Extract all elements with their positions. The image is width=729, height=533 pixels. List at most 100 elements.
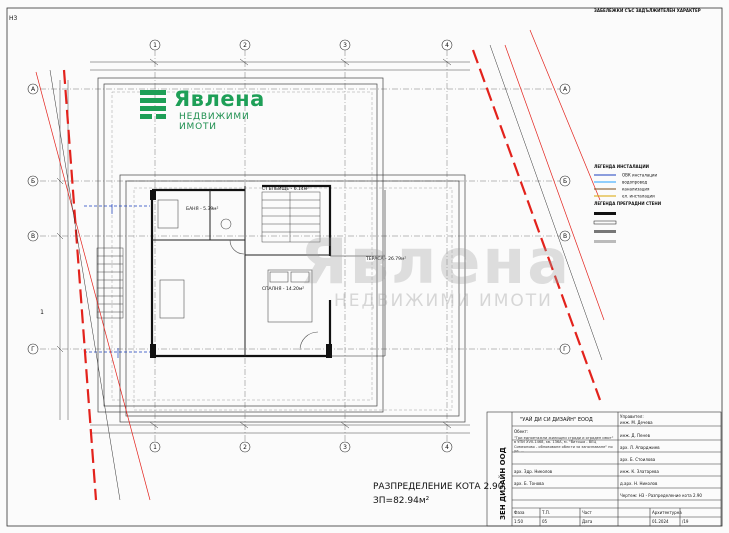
legend-swatch	[593, 220, 617, 225]
grid-label: А	[563, 86, 568, 93]
grid-bubble-3-top	[339, 39, 351, 51]
notes-title: ЗАБЕЛЕЖКИ СЪС ЗАДЪЛЖИТЕЛЕН ХАРАКТЕР	[594, 8, 701, 13]
grid-bubble-4-bottom	[441, 441, 453, 453]
grid-label: 3	[343, 444, 347, 451]
brand-logo: Явлена НЕДВИЖИМИ ИМОТИ	[138, 86, 278, 132]
grid-bubble-b-right	[559, 175, 571, 187]
sheet-frame	[6, 7, 723, 527]
external-stair	[96, 247, 124, 319]
installations-legend: ЛЕГЕНДА ИНСТАЛАЦИИ ОВК инсталации водопр…	[593, 164, 661, 243]
title-block-sheet: 05	[542, 519, 548, 524]
grid-label: В	[31, 233, 35, 240]
grid-label-extra: 1	[40, 309, 44, 316]
title-block-page: /19	[682, 519, 689, 524]
title-block-name: арх. Л. Апарджиев	[620, 445, 660, 450]
title-block-name: инж. К. Златарева	[620, 469, 659, 474]
level-markers	[84, 204, 150, 358]
grid-bubble-a-right	[559, 83, 571, 95]
legend-item: ОВК инсталации	[622, 173, 658, 178]
grid-bubble-4-top	[441, 39, 453, 51]
exterior-walls	[150, 184, 332, 358]
title-block-name: арх. Здр. Николов	[514, 469, 553, 474]
grid-label: 4	[445, 42, 449, 49]
logo-mark-icon	[140, 90, 166, 119]
legend-item: канализация	[622, 187, 650, 192]
bed	[267, 269, 313, 323]
object-description: "Три едноетажни жилищни сгради и ограден…	[514, 436, 614, 454]
grid-label: Б	[31, 178, 35, 185]
grid-bubble-1-bottom	[149, 441, 161, 453]
terrace-border	[330, 190, 386, 357]
title-block-label: Фаза	[514, 510, 525, 515]
room-label-bedroom: СПАЛНЯ - 14.20м²	[262, 286, 304, 292]
grid-bubble-g-right	[559, 343, 571, 355]
room-label-bath: БАНЯ - 5.39м²	[186, 206, 219, 212]
title-block-date: 01.2024	[652, 519, 669, 524]
title-block-company: "УАЙ ДИ СИ ДИЗАЙН" ЕООД	[520, 416, 593, 423]
projection-lines	[111, 91, 453, 411]
shower	[157, 199, 179, 229]
watermark-subtitle: НЕДВИЖИМИ ИМОТИ	[334, 291, 553, 311]
title-block-name: инж. М. Дечева	[620, 420, 653, 425]
legend-swatch	[594, 212, 616, 215]
property-lines	[49, 44, 603, 501]
dimension-ticks	[56, 58, 452, 429]
interior-walls	[152, 186, 330, 356]
sheet-code: Н3	[9, 15, 18, 22]
title-block-name: д.арх. Н. Николов	[620, 481, 658, 486]
grid-label: В	[563, 233, 567, 240]
title-block-phase: Т.П.	[541, 510, 550, 515]
grid-label: 4	[445, 444, 449, 451]
legend-swatch	[594, 240, 616, 243]
grid-bubble-3-bottom	[339, 441, 351, 453]
grid-bubble-1-top	[149, 39, 161, 51]
watermark-word: Явлена	[300, 225, 572, 298]
title-block-object-label: Обект:	[514, 429, 528, 434]
grid-bubble-v-right	[559, 230, 571, 242]
title-block-part: Архитектурна	[652, 510, 682, 515]
title-block-vertical-text: ЗЕН ДИЗАЙН ООД	[498, 447, 507, 520]
eave-outline	[97, 77, 466, 423]
grid-label: 3	[343, 42, 347, 49]
grid-label: Г	[31, 346, 35, 353]
legend-title-2: ЛЕГЕНДА ПРЕГРАДНИ СТЕНИ	[594, 201, 661, 206]
wardrobe	[159, 279, 185, 319]
title-block-name: арх. Б. Тонова	[514, 481, 544, 486]
toilet	[220, 218, 232, 230]
grid-bubble-2-top	[239, 39, 251, 51]
caption-line-2: ЗП=82.94м²	[373, 496, 430, 506]
grid-label: 1	[153, 444, 157, 451]
title-block-scale: 1:50	[514, 519, 523, 524]
title-block-name: инж. Д. Пенев	[620, 433, 651, 438]
grid-label: Г	[563, 346, 567, 353]
grid-label: 1	[153, 42, 157, 49]
dimension-lines	[59, 61, 470, 434]
notes-panel: ЗАБЕЛЕЖКИ СЪС ЗАДЪЛЖИТЕЛЕН ХАРАКТЕР	[594, 8, 701, 13]
grid-label: 2	[243, 444, 247, 451]
title-block-role: Управител:	[620, 414, 644, 419]
regulation-lines-thin	[35, 29, 605, 501]
logo-word: Явлена	[174, 87, 265, 111]
stair	[261, 191, 321, 243]
furniture	[157, 199, 319, 351]
legend-item: водопровод	[622, 180, 647, 185]
title-block-label: Част	[582, 510, 592, 515]
grid-bubble-v-left	[27, 230, 39, 242]
legend-item: ел. инсталации	[622, 194, 655, 199]
title-block	[486, 411, 722, 527]
regulation-lines-red	[62, 49, 602, 501]
grid-label: Б	[563, 178, 567, 185]
wall-hatch	[150, 190, 332, 358]
grid-label: А	[31, 86, 36, 93]
legend-swatch	[594, 230, 616, 233]
room-label-terrace: ТЕРАСА - 26.79м²	[365, 256, 406, 262]
caption-line-1: РАЗПРЕДЕЛЕНИЕ КОТА 2.90,	[373, 482, 507, 492]
grid-bubble-a-left	[27, 83, 39, 95]
room-label-stair: СТЪЛБИЩЕ - 6.14м²	[262, 186, 309, 192]
grid-bubble-2-bottom	[239, 441, 251, 453]
grid-bubble-b-left	[27, 175, 39, 187]
title-block-name: арх. Б. Стоилова	[620, 457, 656, 462]
drawing-caption: РАЗПРЕДЕЛЕНИЕ КОТА 2.90, ЗП=82.94м²	[373, 481, 506, 507]
title-block-drawing-title: Чертеж: Н3 - Разпределение кота 2.90	[620, 493, 702, 498]
